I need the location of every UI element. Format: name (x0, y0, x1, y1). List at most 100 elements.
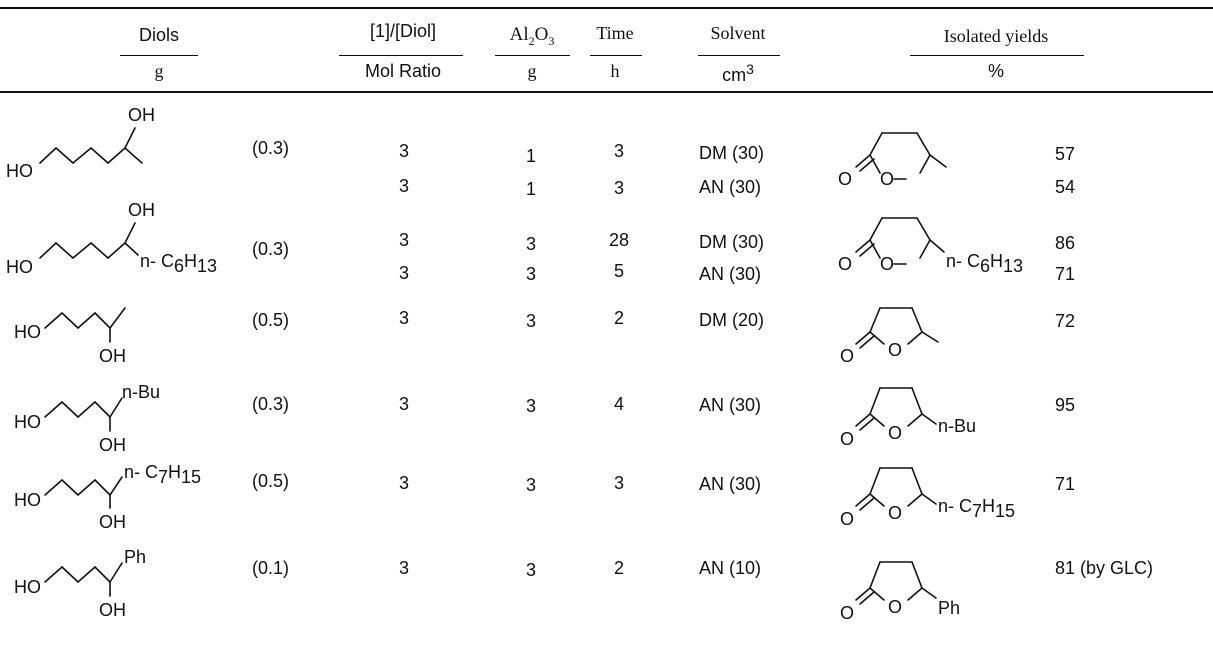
row-4-solvent: DM (20) (699, 310, 765, 330)
row-1-time: 3 (613, 178, 625, 198)
product-2-carbonyl-o: O (838, 254, 852, 274)
underline-diols (120, 55, 198, 56)
header-solvent-unit: cm3 (722, 61, 754, 85)
diol-1-structure: HO OH (6, 105, 155, 181)
row-0-time: 3 (613, 141, 625, 161)
row-5-ratio: 3 (398, 394, 410, 414)
product-6-substituent: Ph (938, 598, 960, 618)
row-7-time: 2 (613, 558, 625, 578)
row-3-time: 5 (613, 261, 625, 281)
header-time-unit: h (610, 61, 620, 81)
header-ratio: [1]/[Diol] (369, 21, 437, 41)
product-5-substituent: n- C7H15 (938, 496, 1015, 521)
header-al2o3: Al2O3 (509, 24, 555, 48)
row-1-solvent: AN (30) (699, 177, 762, 197)
header-yields: Isolated yields (943, 26, 1049, 46)
row-2-ratio: 3 (398, 230, 410, 250)
row-4-amount: (0.5) (252, 310, 290, 330)
row-7-al: 3 (525, 560, 537, 580)
row-7-solvent: AN (10) (699, 558, 762, 578)
diol-6-ho-label: HO (14, 577, 41, 597)
diol-3-structure: HO OH (14, 307, 126, 366)
underline-yields (910, 55, 1084, 56)
diol-1-oh-label: OH (128, 105, 155, 125)
row-4-time: 2 (613, 308, 625, 328)
row-4-yield: 72 (1055, 311, 1076, 331)
row-2-yield: 86 (1055, 233, 1076, 253)
header-diols-unit: g (154, 61, 164, 81)
product-4-carbonyl-o: O (840, 429, 854, 449)
row-4-ratio: 3 (398, 308, 410, 328)
row-7-yield: 81 (by GLC) (1055, 558, 1154, 578)
product-6-carbonyl-o: O (840, 603, 854, 623)
product-2-structure: O O n- C6H13 (838, 217, 1023, 276)
row-0-solvent: DM (30) (699, 143, 765, 163)
product-5-carbonyl-o: O (840, 509, 854, 529)
product-4-structure: O O n-Bu (840, 387, 976, 449)
diol-3-ho-label: HO (14, 322, 41, 342)
header-yields-unit: % (987, 61, 1005, 81)
diol-4-ho-label: HO (14, 412, 41, 432)
row-2-al: 3 (525, 234, 537, 254)
product-1-structure: O O (838, 132, 947, 189)
underline-time (590, 55, 642, 56)
row-3-ratio: 3 (398, 263, 410, 283)
product-4-ring-o: O (888, 423, 902, 443)
product-3-carbonyl-o: O (840, 346, 854, 366)
header-bottom-rule (0, 91, 1213, 93)
row-1-ratio: 3 (398, 176, 410, 196)
row-4-al: 3 (525, 311, 537, 331)
product-6-ring-o: O (888, 597, 902, 617)
row-3-al: 3 (525, 264, 537, 284)
row-6-time: 3 (613, 473, 625, 493)
row-6-solvent: AN (30) (699, 474, 762, 494)
row-6-yield: 71 (1055, 474, 1076, 494)
row-0-ratio: 3 (398, 141, 410, 161)
row-2-solvent: DM (30) (699, 232, 765, 252)
diol-5-oh-label: OH (99, 512, 126, 532)
product-6-structure: O O Ph (840, 561, 960, 623)
row-5-solvent: AN (30) (699, 395, 762, 415)
diol-2-ho-label: HO (6, 257, 33, 277)
diol-2-substituent: n- C6H13 (140, 251, 217, 276)
row-6-amount: (0.5) (252, 471, 290, 491)
product-2-substituent: n- C6H13 (946, 251, 1023, 276)
row-3-yield: 71 (1055, 264, 1076, 284)
row-5-yield: 95 (1055, 395, 1076, 415)
header-diols: Diols (138, 25, 180, 45)
row-3-solvent: AN (30) (699, 264, 762, 284)
product-1-ring-o: O (880, 169, 894, 189)
header-time: Time (596, 23, 634, 43)
diol-5-substituent: n- C7H15 (124, 462, 201, 487)
diol-3-oh-label: OH (99, 346, 126, 366)
row-0-amount: (0.3) (252, 138, 290, 158)
row-0-al: 1 (525, 146, 537, 166)
row-7-amount: (0.1) (252, 558, 290, 578)
row-7-ratio: 3 (398, 558, 410, 578)
underline-al2o3 (495, 55, 570, 56)
product-4-substituent: n-Bu (938, 416, 976, 436)
row-5-amount: (0.3) (252, 394, 290, 414)
diol-4-oh-label: OH (99, 435, 126, 455)
underline-solvent (698, 55, 780, 56)
diol-6-oh-label: OH (99, 600, 126, 620)
row-6-ratio: 3 (398, 473, 410, 493)
diol-6-substituent: Ph (124, 547, 146, 567)
row-1-al: 1 (525, 179, 537, 199)
row-6-al: 3 (525, 475, 537, 495)
diol-6-structure: HO OH Ph (14, 547, 146, 620)
diol-5-ho-label: HO (14, 490, 41, 510)
product-5-ring-o: O (888, 503, 902, 523)
diol-2-structure: HO OH n- C6H13 (6, 200, 217, 277)
row-2-time: 28 (608, 230, 630, 250)
diol-4-substituent: n-Bu (122, 382, 160, 402)
row-5-time: 4 (613, 394, 625, 414)
product-2-ring-o: O (880, 254, 894, 274)
product-1-carbonyl-o: O (838, 169, 852, 189)
row-2-amount: (0.3) (252, 239, 290, 259)
product-3-ring-o: O (888, 340, 902, 360)
row-0-yield: 57 (1055, 144, 1076, 164)
header-solvent: Solvent (710, 23, 766, 43)
row-5-al: 3 (525, 396, 537, 416)
